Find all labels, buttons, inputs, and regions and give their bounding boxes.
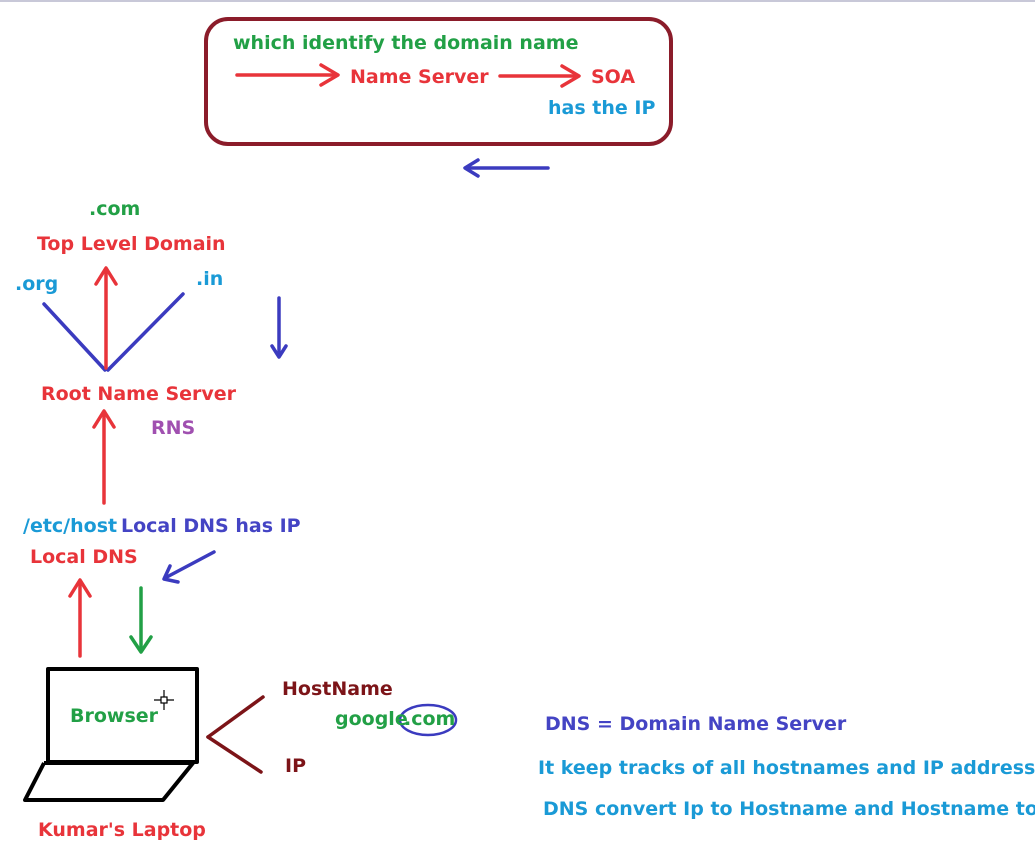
arrow-to-soa: [498, 64, 581, 88]
google-label: google: [335, 708, 408, 730]
arrow-diagonal-indigo: [162, 550, 216, 584]
arrow-root-to-tld: [94, 266, 118, 370]
google-com-label: .com: [404, 708, 456, 730]
org-label: .org: [15, 273, 59, 295]
soa-has-ip-label: has the IP: [548, 97, 656, 119]
top-level-domain-label: Top Level Domain: [37, 233, 226, 255]
local-dns-has-ip-label: Local DNS has IP: [121, 515, 301, 537]
dns-definition-text: DNS = Domain Name Server: [545, 713, 847, 735]
dns-keep-tracks-text: It keep tracks of all hostnames and IP a…: [538, 757, 1035, 779]
dns-convert-text: DNS convert Ip to Hostname and Hostname …: [543, 798, 1035, 820]
tld-branches: [42, 292, 185, 372]
arrow-local-to-root: [92, 409, 116, 505]
etc-host-label: /etc/host: [23, 515, 118, 537]
cursor-crosshair-icon: [154, 690, 174, 710]
arrow-to-name-server: [235, 63, 340, 87]
rns-label: RNS: [151, 417, 196, 439]
arrow-laptop-to-local: [68, 578, 92, 658]
box-identify-text: which identify the domain name: [233, 32, 579, 54]
hostname-ip-branches: [206, 695, 265, 774]
arrow-back-left: [463, 158, 550, 178]
ip-label: IP: [285, 755, 306, 777]
hostname-label: HostName: [282, 678, 393, 700]
laptop-owner-label: Kumar's Laptop: [38, 819, 206, 841]
root-name-server-label: Root Name Server: [41, 383, 237, 405]
arrow-down-blue: [270, 296, 288, 359]
top-border: [0, 0, 1035, 2]
soa-box: [204, 17, 673, 146]
browser-label: Browser: [70, 705, 159, 727]
com-highlight-circle: [398, 703, 458, 737]
arrow-local-to-laptop: [129, 586, 153, 654]
name-server-label: Name Server: [350, 66, 489, 88]
soa-label: SOA: [591, 66, 636, 88]
in-label: .in: [196, 268, 224, 290]
local-dns-label: Local DNS: [30, 546, 138, 568]
laptop-icon: [23, 667, 199, 802]
com-label: .com: [89, 198, 141, 220]
